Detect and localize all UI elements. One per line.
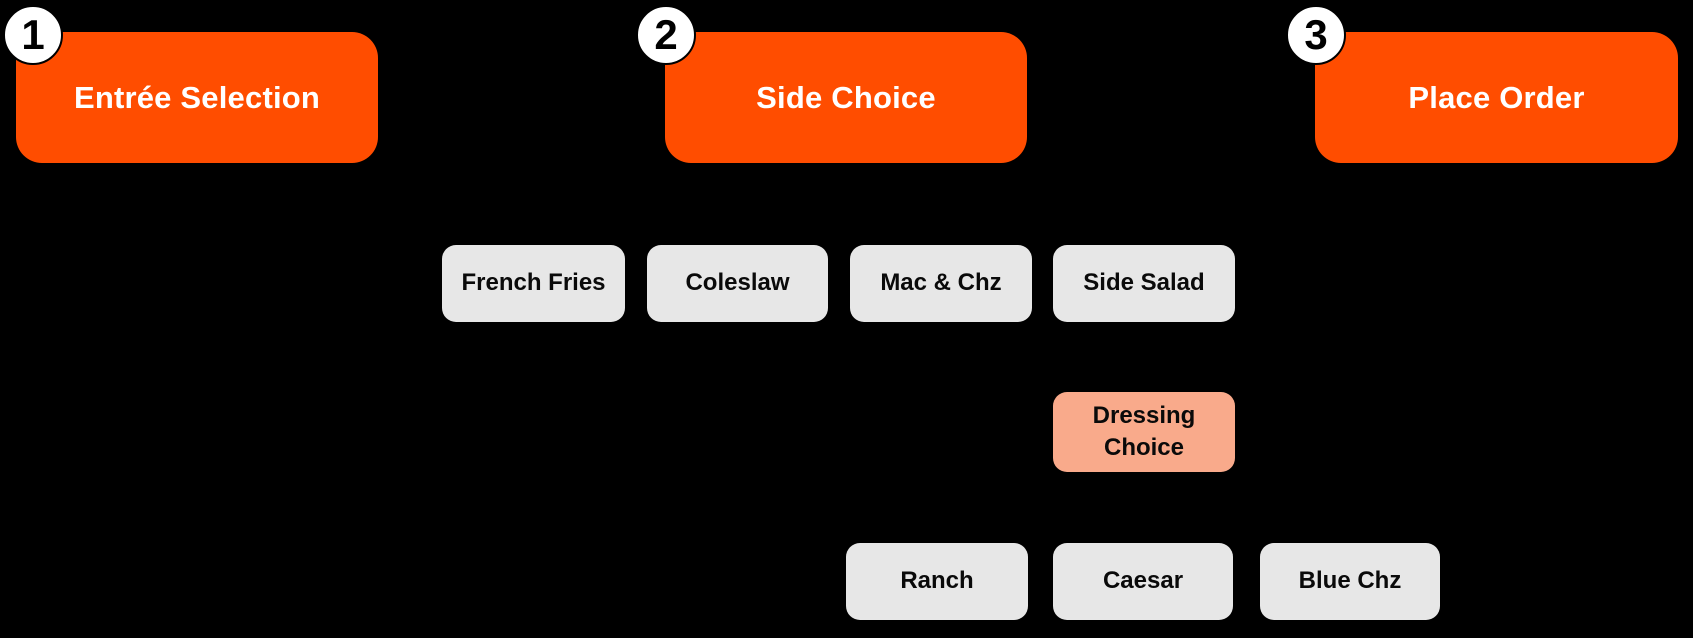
option-french-fries: French Fries [442,245,625,322]
step-side-choice: 2 Side Choice [636,5,1027,163]
step-number-badge: 3 [1286,5,1346,65]
option-side-salad: Side Salad [1053,245,1235,322]
step-label: Side Choice [756,79,936,115]
option-ranch: Ranch [846,543,1028,620]
dressing-choice-prompt: Dressing Choice [1053,392,1235,472]
step-label: Entrée Selection [73,79,321,115]
step-label: Place Order [1408,79,1585,115]
step-number-badge: 2 [636,5,696,65]
option-coleslaw: Coleslaw [647,245,828,322]
option-mac-and-chz: Mac & Chz [850,245,1032,322]
option-blue-chz: Blue Chz [1260,543,1440,620]
step-number-badge: 1 [3,5,63,65]
step-place-order: 3 Place Order [1286,5,1678,163]
step-entree-selection: 1 Entrée Selection [3,5,378,163]
option-caesar: Caesar [1053,543,1233,620]
